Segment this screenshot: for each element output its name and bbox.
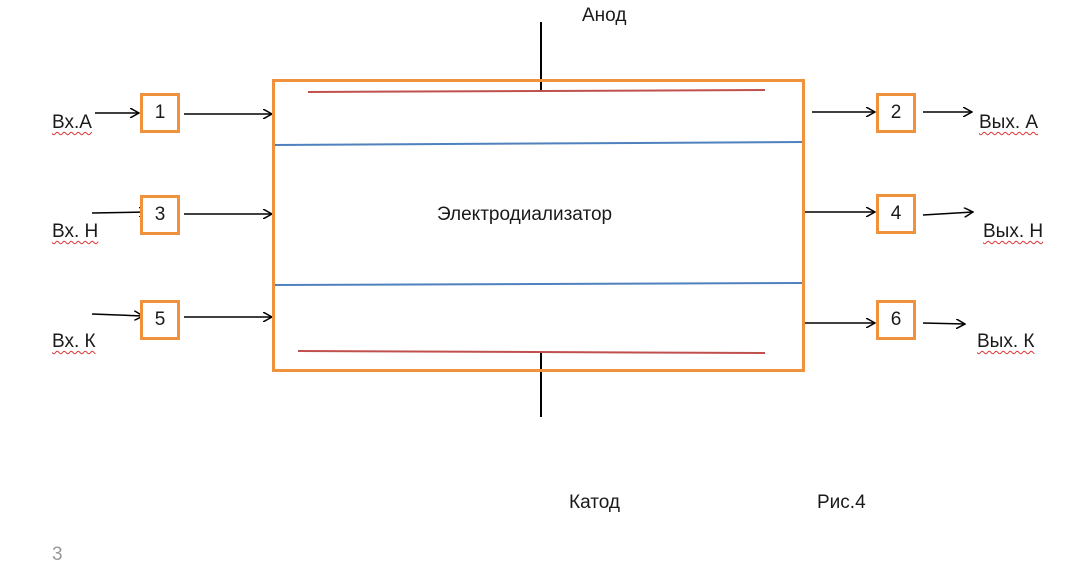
arrow-box6-to-output-k [922,323,965,324]
box-3-label: 3 [154,204,166,225]
cathode-electrode [297,350,766,354]
input-n-label: Вх. Н [52,221,99,242]
electrodialyzer-box [272,79,805,372]
box-1: 1 [140,93,180,133]
apparatus-title: Электродиализатор [437,204,613,225]
box-6-label: 6 [890,309,902,330]
figure-caption: Рис.4 [817,492,866,513]
output-n-label: Вых. Н [983,221,1044,242]
box-5: 5 [140,300,180,340]
membrane-bottom [273,282,804,286]
output-k-label: Вых. К [977,331,1035,352]
box-2: 2 [876,93,916,133]
box-6: 6 [876,300,916,340]
box-5-label: 5 [154,309,166,330]
membrane-top [273,141,804,146]
arrow-input-n-to-box3 [91,212,148,213]
arrow-input-k-to-box5 [91,314,143,316]
box-4: 4 [876,194,916,234]
anode-electrode [307,89,766,93]
input-k-label: Вх. К [52,331,96,352]
anode-label: Анод [582,5,627,26]
box-1-label: 1 [154,102,166,123]
page-fragment: 3 [52,544,63,565]
cathode-label: Катод [569,492,620,513]
box-2-label: 2 [890,102,902,123]
arrow-box4-to-output-n [922,212,973,215]
box-3: 3 [140,195,180,235]
box-4-label: 4 [890,203,902,224]
output-a-label: Вых. А [979,112,1039,133]
input-a-label: Вх.А [52,112,92,133]
